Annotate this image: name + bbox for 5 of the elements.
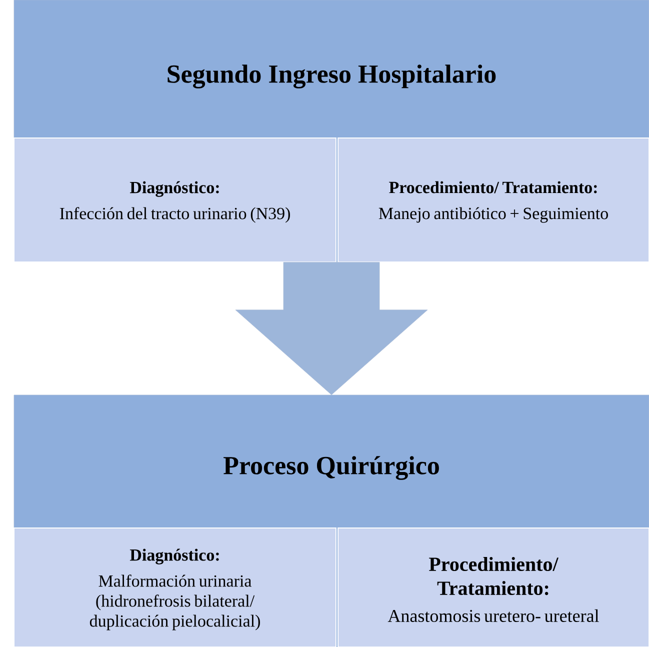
block-arrow [235,262,428,395]
info-cell: Procedimiento/ Tratamiento: Anastomosis uretero- ureteral [338,528,649,647]
info-cell: Procedimiento/ Tratamiento: Manejo antibiótico + Seguimiento [338,138,649,262]
info-cell: Diagnóstico: Malformación urinaria (hidronefrosis bilateral/ duplicación pielocalicial) [14,528,336,647]
info-cell: Diagnóstico: Infección del tracto urinario (N39) [14,138,336,262]
